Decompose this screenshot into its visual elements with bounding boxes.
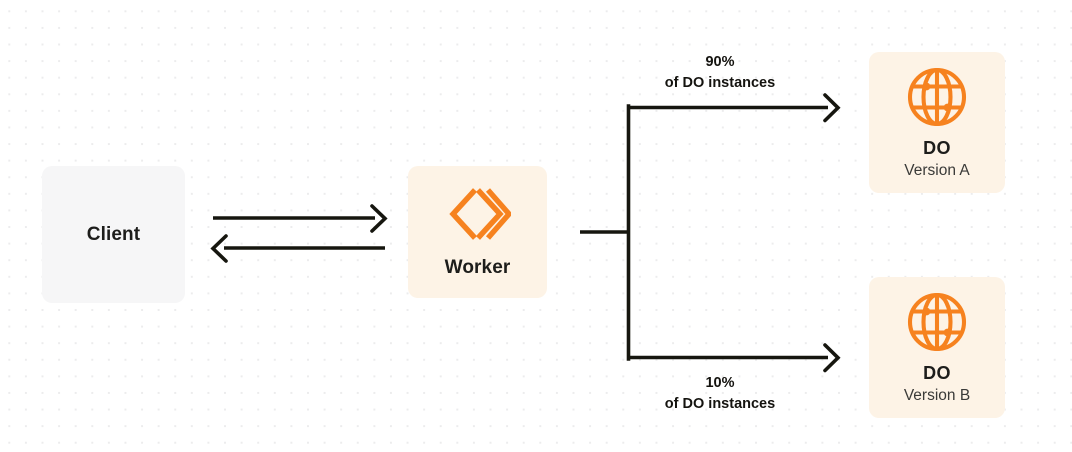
edge-label-do-a-description: of DO instances <box>664 74 776 91</box>
arrow-worker-to-do-b <box>627 343 841 373</box>
globe-icon <box>906 291 968 353</box>
arrow-worker-to-do-a <box>627 93 841 123</box>
node-client[interactable]: Client <box>42 166 185 303</box>
edge-label-do-b: 10% of DO instances <box>655 373 785 414</box>
node-do-version-a[interactable]: DO Version A <box>869 52 1005 193</box>
edge-label-do-a-percent: 90% <box>705 54 735 70</box>
edge-label-do-a: 90% of DO instances <box>655 52 785 93</box>
arrow-worker-to-client <box>210 234 385 263</box>
node-do-a-label: DO <box>923 137 951 158</box>
edge-label-do-b-percent: 10% <box>705 375 735 391</box>
node-do-version-b[interactable]: DO Version B <box>869 277 1005 418</box>
arrow-client-to-worker <box>213 204 388 233</box>
edge-label-do-b-description: of DO instances <box>664 395 776 412</box>
node-do-b-sublabel: Version B <box>903 386 971 404</box>
cloudflare-workers-icon <box>445 185 511 243</box>
node-client-label: Client <box>86 223 141 245</box>
split-trunk <box>580 104 631 361</box>
node-worker-label: Worker <box>444 257 511 278</box>
node-worker[interactable]: Worker <box>408 166 547 298</box>
node-do-b-label: DO <box>923 362 951 383</box>
node-do-a-sublabel: Version A <box>904 161 970 179</box>
globe-icon <box>906 66 968 128</box>
